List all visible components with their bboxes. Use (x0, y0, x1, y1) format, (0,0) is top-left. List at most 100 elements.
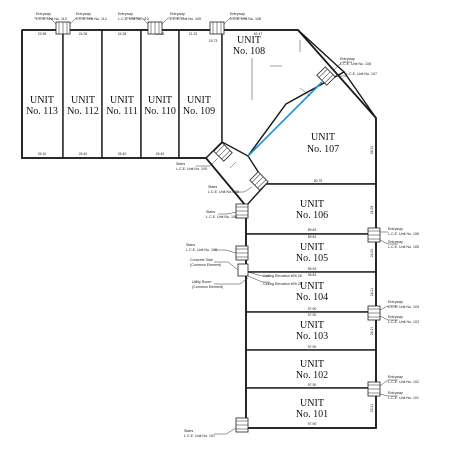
unit-102-number: No. 102 (296, 370, 328, 381)
dim-top-108: 62.47 (254, 32, 263, 36)
unit-111-number: No. 111 (106, 106, 137, 117)
dim-bottom-111: 26.40 (118, 152, 127, 156)
callout-stairs-101: Stairs (184, 429, 193, 433)
unit-labels: UNIT No. 113 UNIT No. 112 UNIT No. 111 U… (26, 35, 339, 420)
callout-entryway-103: Entryway (388, 315, 403, 319)
unit-105-word: UNIT (300, 242, 324, 253)
dim-width-103: 97.90 (308, 345, 317, 349)
callout-entryway-101: Entryway (388, 391, 403, 395)
unit-108-number: No. 108 (233, 46, 265, 57)
callout-ceiling-elev-1: Ceiling Elevation 609.28 (263, 274, 302, 278)
callout-lce-107: L.C.E. Unit No. 107 (346, 72, 377, 76)
unit-113-number: No. 113 (26, 106, 58, 117)
dim-bottom-112: 26.40 (79, 152, 88, 156)
callout-lce-108b: L.C.E. Unit No. 108 (340, 62, 371, 66)
dimension-ticks (229, 65, 311, 169)
callout-lce-104: L.C.E. Unit No. 104 (388, 305, 419, 309)
dim-width-103-top: 97.90 (308, 313, 317, 317)
dim-bottom-113: 26.10 (38, 152, 47, 156)
dim-top-109b: 18.73 (209, 39, 218, 43)
unit-108-word: UNIT (237, 35, 261, 46)
callout-lce-108: L.C.E. Unit No. 108 (230, 17, 261, 21)
unit-109-lot[interactable] (178, 29, 223, 159)
unit-112-number: No. 112 (67, 106, 99, 117)
callout-concrete-slab: Concrete Slab (190, 258, 213, 262)
dim-top-111: 24.28 (118, 32, 127, 36)
dim-width-102: 97.90 (308, 383, 317, 387)
unit-104-lot[interactable] (245, 271, 377, 313)
unit-112-word: UNIT (71, 95, 95, 106)
unit-101-number: No. 101 (296, 409, 328, 420)
leader-lines (34, 17, 398, 435)
callout-labels: Entryway L.C.E. Unit No. 113 Entryway L.… (36, 12, 419, 438)
south-wing (245, 183, 377, 429)
unit-104-number: No. 104 (296, 292, 328, 303)
unit-107-number: No. 107 (307, 144, 339, 155)
unit-102-word: UNIT (300, 359, 324, 370)
unit-105-number: No. 105 (296, 253, 328, 264)
entryway-113-112 (55, 21, 71, 35)
callout-lce-108c: L.C.E. Unit No. 108 (208, 190, 239, 194)
callout-lce-101: L.C.E. Unit No. 101 (388, 396, 419, 400)
callout-lce-105: L.C.E. Unit No. 105 (388, 245, 419, 249)
callout-lce-103: L.C.E. Unit No. 103 (388, 320, 419, 324)
callout-entryway-109: Entryway (170, 12, 185, 16)
unit-111-word: UNIT (110, 95, 134, 106)
unit-103-word: UNIT (300, 320, 324, 331)
stair-symbols (55, 21, 381, 433)
unit-101-word: UNIT (300, 398, 324, 409)
callout-stairs-105: Stairs (186, 243, 195, 247)
entryway-110-109 (147, 21, 163, 35)
dim-side-104: 24.21 (370, 288, 374, 297)
callout-entryway-112: Entryway (76, 12, 91, 16)
callout-lce-112: L.C.E. Unit No. 112 (76, 17, 107, 21)
stairs-101 (235, 417, 249, 433)
blue-boundary-line (247, 81, 323, 157)
unit-107-word: UNIT (311, 132, 335, 143)
callout-ceiling-elev-2: Ceiling Elevation 609.28 (263, 282, 302, 286)
unit-106-number: No. 106 (296, 210, 328, 221)
dim-top-113: 23.98 (38, 32, 47, 36)
dim-side-107: 28.91 (370, 146, 374, 155)
top-wing (21, 29, 223, 159)
unit-113-lot[interactable] (21, 29, 64, 159)
callout-utility-room: Utility Room (192, 280, 211, 284)
unit-110-lot[interactable] (140, 29, 180, 159)
dim-bottom-110: 26.40 (156, 152, 165, 156)
callout-stairs-108: Stairs (208, 185, 217, 189)
callout-lce-110: L.C.E. Unit No. 110 (118, 17, 149, 21)
callout-lce-102: L.C.E. Unit No. 102 (388, 380, 419, 384)
dim-width-104-top: 96.83 (308, 273, 317, 277)
callout-entryway-113: Entryway (36, 12, 51, 16)
unit-width-labels: 80.75 89.83 89.83 95.93 96.83 97.90 97.9… (308, 179, 323, 426)
callout-lce-109: L.C.E. Unit No. 109 (170, 17, 201, 21)
callout-common-element-2: (Common Element) (192, 285, 223, 289)
stairs-109 (213, 142, 233, 162)
dim-side-106: 24.29 (370, 206, 374, 215)
unit-109-number: No. 109 (183, 106, 215, 117)
callout-lce-105b: L.C.E. Unit No. 105 (186, 248, 217, 252)
dim-width-101: 97.90 (308, 422, 317, 426)
callout-entryway-110: Entryway (118, 12, 133, 16)
unit-110-number: No. 110 (144, 106, 176, 117)
dim-side-105: 24.22 (370, 249, 374, 258)
unit-106-word: UNIT (300, 199, 324, 210)
bottom-dimension-labels: 26.10 26.40 26.40 26.40 (38, 152, 165, 156)
callout-lce-113: L.C.E. Unit No. 113 (36, 17, 67, 21)
utility-room-box (237, 263, 249, 277)
dim-side-101: 25.21 (370, 404, 374, 413)
dim-width-105: 95.93 (308, 267, 317, 271)
callout-entryway-107a: Entryway (340, 57, 355, 61)
unit-111-lot[interactable] (101, 29, 142, 159)
callout-entryway-104: Entryway (388, 300, 403, 304)
unit-112-lot[interactable] (62, 29, 103, 159)
entryway-108-107 (316, 66, 336, 86)
dim-side-103: 24.21 (370, 327, 374, 336)
unit-110-word: UNIT (148, 95, 172, 106)
callout-lce-109b: L.C.E. Unit No. 109 (176, 167, 207, 171)
stairs-108 (249, 171, 269, 191)
entryway-106-105 (367, 227, 381, 243)
entryway-109-108 (209, 21, 225, 35)
callout-lce-106b: L.C.E. Unit No. 106 (206, 215, 237, 219)
